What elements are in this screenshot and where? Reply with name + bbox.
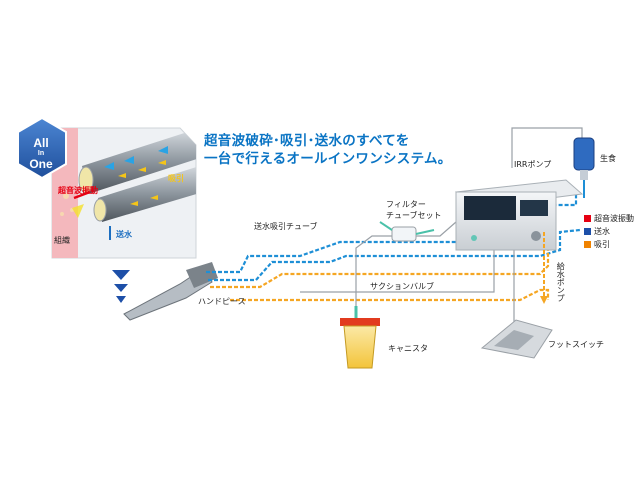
badge-text: All In One xyxy=(20,137,62,170)
foot-switch-cable xyxy=(513,246,532,333)
suction-line xyxy=(210,230,550,289)
irrigation-flow-arrows xyxy=(104,146,168,170)
main-console xyxy=(454,179,584,251)
canister xyxy=(340,306,380,369)
irr-pump-line xyxy=(511,127,583,168)
badge-line3: One xyxy=(29,157,53,171)
handpiece-label: ハンドピース xyxy=(198,297,246,306)
console-screen xyxy=(464,196,516,220)
headline-line1: 超音波破砕･吸引･送水のすべてを xyxy=(204,133,410,149)
suction-line-2 xyxy=(230,288,550,302)
inset-suction-label: 吸引 xyxy=(168,174,184,183)
irr-pump-label: IRRポンプ xyxy=(514,160,552,169)
irrigation-line-2 xyxy=(208,228,581,282)
inset-tissue-label: 組織 xyxy=(54,236,70,245)
headline: 超音波破砕･吸引･送水のすべてを 一台で行えるオールインワンシステム。 xyxy=(204,132,452,168)
legend-swatch-orange xyxy=(584,241,591,248)
foot-switch-label: フットスイッチ xyxy=(548,340,604,349)
canister-line xyxy=(355,221,457,306)
legend-item-vibration: 超音波振動 xyxy=(584,212,634,225)
water-pump-label: 給水ポンプ xyxy=(556,262,566,302)
badge-line2: In xyxy=(37,150,45,157)
filter-tube-set xyxy=(379,221,435,242)
legend-swatch-red xyxy=(584,215,591,222)
inset-vibration-label: 超音波振動 xyxy=(58,186,98,195)
down-chevrons xyxy=(112,270,130,303)
cavitation-burst xyxy=(72,204,84,218)
legend-label-suction: 吸引 xyxy=(594,240,610,249)
suction-valve-label: サクションバルブ xyxy=(370,282,434,291)
foot-switch xyxy=(480,319,553,359)
headline-line2: 一台で行えるオールインワンシステム。 xyxy=(204,151,452,168)
filter-label-2: チューブセット xyxy=(386,211,442,220)
canister-label: キャニスタ xyxy=(388,344,428,353)
legend-swatch-blue xyxy=(584,228,591,235)
all-in-one-badge xyxy=(17,116,67,180)
water-pump-arrow xyxy=(540,232,548,304)
handpiece xyxy=(123,262,218,321)
suction-flow-arrows xyxy=(118,160,166,206)
legend-label-irrigation: 送水 xyxy=(594,227,610,236)
irrigation-suction-tube-label: 送水吸引チューブ xyxy=(254,222,318,231)
legend: 超音波振動 送水 吸引 xyxy=(584,212,634,251)
vibration-arrow xyxy=(73,190,91,200)
filter-label-1: フィルター xyxy=(386,200,426,209)
legend-item-irrigation: 送水 xyxy=(584,225,634,238)
irrigation-suction-tubes xyxy=(206,190,581,302)
saline-bag xyxy=(573,137,595,198)
inset-irrigation-label: 送水 xyxy=(116,230,132,239)
legend-item-suction: 吸引 xyxy=(584,238,634,251)
badge-line1: All xyxy=(33,136,49,150)
probe-inner-tube xyxy=(98,164,196,222)
saline-label: 生食 xyxy=(600,154,616,163)
legend-label-vibration: 超音波振動 xyxy=(594,214,634,223)
probe-outer-tube xyxy=(82,128,196,194)
suction-valve-line xyxy=(300,248,495,293)
